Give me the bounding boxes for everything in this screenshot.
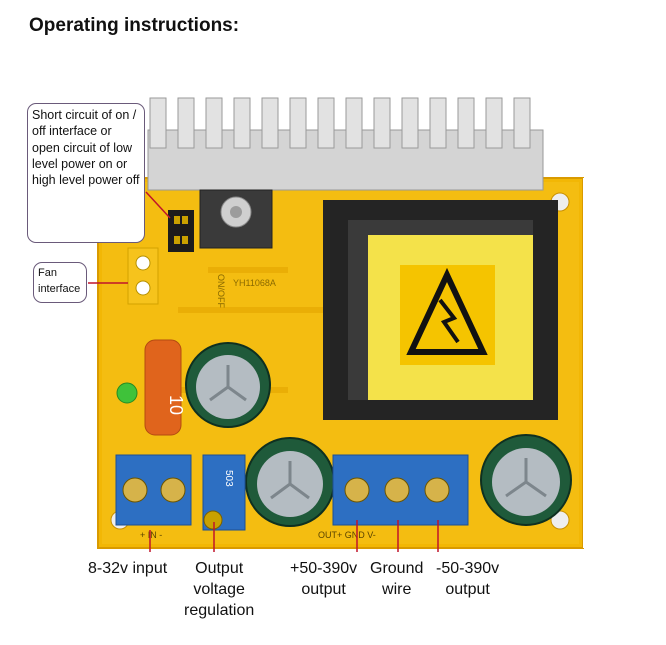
neg-output-label: -50-390v output: [436, 560, 500, 598]
ground-label: Ground wire: [370, 560, 424, 598]
power-resistor: 10: [144, 339, 186, 436]
capacitor-output: [480, 434, 572, 526]
input-terminal: [115, 454, 192, 526]
regulation-label: Output voltage regulation: [184, 560, 255, 619]
transformer: [323, 200, 558, 420]
switch-mark: ON/OFF: [216, 274, 226, 308]
heatsink: [147, 97, 544, 191]
board-photo: ON/OFF YH11068A 10: [97, 97, 666, 549]
output-pin-marks: OUT+ GND V-: [318, 530, 376, 540]
capacitor-input: [185, 342, 271, 428]
switch-pointer: [145, 191, 171, 219]
page-title: Operating instructions:: [29, 15, 240, 36]
input-pin-marks: + IN -: [140, 530, 162, 540]
output-terminal: [332, 454, 469, 526]
input-label: 8-32v input: [88, 560, 168, 577]
potentiometer: 503: [202, 454, 246, 531]
capacitor-mid: [245, 437, 335, 527]
resistor-code: 10: [166, 395, 186, 415]
on-off-jumper: [168, 210, 194, 252]
power-led: [116, 382, 138, 404]
fan-connector: [127, 247, 159, 305]
switch-callout: Short circuit of on / off interface or o…: [27, 103, 145, 243]
pos-output-label: +50-390v output: [290, 560, 358, 598]
fan-callout: Fan interface: [33, 262, 87, 303]
pot-code: 503: [223, 470, 234, 487]
model-marking: YH11068A: [233, 278, 276, 288]
